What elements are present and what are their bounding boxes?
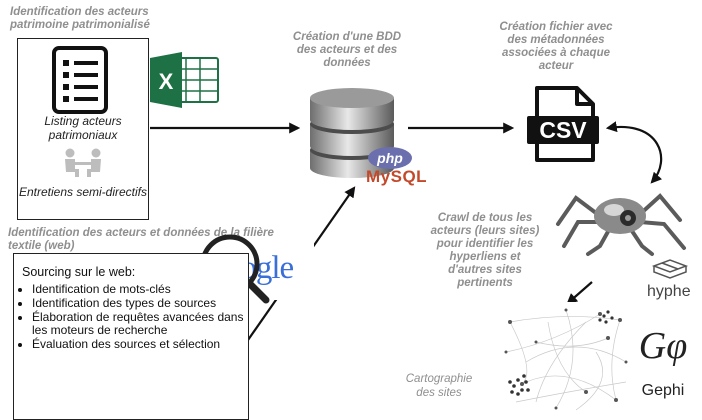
sourcing-title: Sourcing sur le web:	[22, 265, 136, 279]
mysql-label: MySQL	[366, 167, 428, 186]
carto-caption: Cartographie des sites	[405, 373, 473, 399]
csv-label: CSV	[539, 117, 587, 143]
web-caption: Identification des acteurs et données de…	[8, 227, 274, 252]
csv-file-icon: CSV	[525, 86, 601, 164]
sourcing-item: Évaluation des sources et sélection	[32, 338, 246, 351]
gephi-label: Gephi	[641, 382, 685, 399]
bdd-caption: Création d'une BDD des acteurs et des do…	[292, 31, 402, 69]
excel-icon: X	[150, 52, 219, 108]
entretiens-label: Entretiens semi-directifs	[18, 185, 148, 199]
excel-letter: X	[159, 69, 174, 94]
meeting-icon	[65, 148, 101, 177]
php-badge: php	[368, 147, 412, 169]
hyphe-icon	[651, 259, 689, 279]
csv-caption: Création fichier avec des métadonnées as…	[499, 21, 613, 72]
identification-caption: Identification des acteurs patrimoine pa…	[10, 6, 150, 31]
network-graph-icon	[496, 302, 636, 416]
arrow-hyphe-to-network	[566, 281, 593, 305]
sourcing-item: Identification des types de sources	[32, 297, 246, 310]
arrow-csv-to-hyphe	[605, 121, 663, 184]
sourcing-item: Élaboration de requêtes avancées dans le…	[32, 311, 246, 337]
actors-listing-box: Listing acteurs patrimoniaux Entretiens …	[17, 38, 149, 220]
checklist-icon	[52, 46, 108, 114]
sourcing-list: Identification de mots-clés Identificati…	[16, 283, 246, 352]
hyphe-label: hyphe	[647, 283, 691, 300]
php-mysql-logo: php MySQL	[366, 145, 446, 189]
spider-robot-icon	[556, 193, 686, 256]
listing-label: Listing acteurs patrimoniaux	[44, 114, 122, 142]
gephi-mark: Gφ	[638, 325, 688, 367]
sourcing-item: Identification de mots-clés	[32, 283, 246, 296]
sourcing-box: Sourcing sur le web: Identification de m…	[13, 253, 249, 420]
gephi-logo: Gφ Gephi	[632, 318, 694, 412]
crawl-caption: Crawl de tous les acteurs (leurs sites) …	[430, 212, 540, 289]
